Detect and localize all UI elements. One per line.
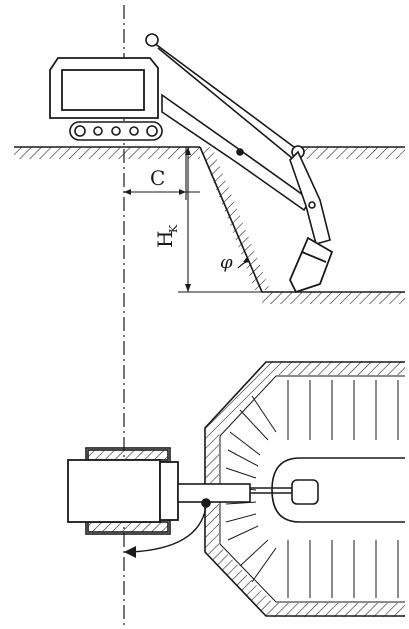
side-view: C H K φ (14, 5, 405, 625)
svg-text:K: K (167, 224, 180, 233)
label-hk: H K (153, 224, 180, 248)
ground-left (14, 146, 200, 159)
swing-arrow (124, 505, 207, 558)
bucket-plan (291, 479, 319, 505)
svg-text:H: H (153, 231, 177, 248)
bucket (289, 236, 334, 294)
stick (161, 93, 331, 245)
inner-trench (271, 457, 405, 523)
label-phi: φ (220, 252, 233, 273)
label-c: C (150, 166, 165, 190)
excavator-body-plan (67, 459, 179, 523)
excavation-slope (199, 146, 270, 293)
boom-plan (177, 483, 292, 508)
excavator-body (49, 57, 159, 119)
excavator-tracks-side (69, 121, 163, 141)
dimension-hk (178, 147, 262, 293)
trench-radial-hatch (225, 380, 399, 598)
ground-right (300, 146, 405, 159)
dimension-c (124, 147, 200, 200)
boom (145, 33, 305, 159)
plan-view (67, 361, 405, 617)
pit-bottom (262, 291, 405, 304)
